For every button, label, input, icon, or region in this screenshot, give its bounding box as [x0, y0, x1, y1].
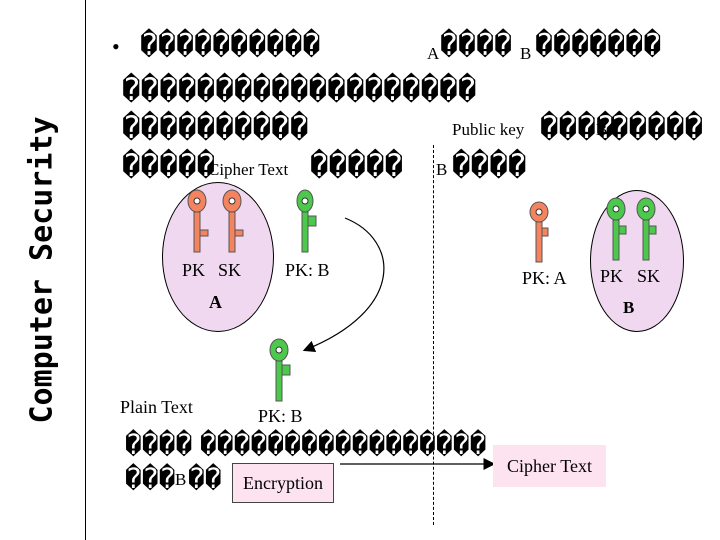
- ellipse-b: [590, 190, 684, 332]
- line4-cipher-text: Cipher Text: [208, 160, 289, 179]
- line4-glyphs-c: ����: [452, 148, 527, 184]
- green-key-icon: [636, 197, 657, 261]
- line3-glyphs-a: ����������: [122, 110, 309, 146]
- cipher-text-box: Cipher Text: [493, 445, 606, 487]
- bottom-row1-a: ����: [125, 428, 193, 461]
- pk-b-bottom-label: PK: B: [258, 406, 303, 426]
- bottom-row2-a: ���: [125, 462, 176, 495]
- ellipse-a: [162, 182, 274, 332]
- pk-b-top-label: PK: B: [285, 260, 330, 280]
- green-key-icon: [296, 189, 317, 253]
- sidebar: Computer Security: [0, 0, 86, 540]
- left-pk-label: PK: [182, 260, 206, 280]
- green-key-icon: [606, 197, 627, 261]
- line3-public-key: Public key: [452, 120, 525, 139]
- transfer-arrow: [302, 217, 385, 352]
- line3-glyphs-c: �����: [610, 110, 704, 146]
- line1-glyphs: ����������: [140, 28, 321, 63]
- bottom-row2-c: ��: [188, 462, 222, 495]
- bullet: •: [112, 34, 120, 59]
- line4-glyphs-b: �����: [310, 148, 404, 184]
- encryption-box: Encryption: [232, 463, 334, 503]
- orange-key-icon: [187, 189, 209, 253]
- right-pk-label: PK: [600, 266, 624, 286]
- encryption-label: Encryption: [243, 472, 323, 493]
- cipher-text-label: Cipher Text: [507, 455, 592, 476]
- green-key-icon: [269, 338, 291, 402]
- line1-glyphs-b: ����: [440, 28, 513, 63]
- pk-a-label: PK: A: [522, 268, 567, 288]
- line3-label-b: B: [596, 120, 608, 139]
- line4-glyphs-a: �����: [122, 148, 216, 184]
- orange-key-icon: [529, 201, 549, 263]
- left-sk-label: SK: [218, 260, 242, 280]
- line2-glyphs: �������������������: [122, 72, 477, 108]
- right-owner-label: B: [623, 298, 635, 317]
- divider-line: [433, 145, 434, 525]
- line1-label-a: A: [427, 44, 440, 63]
- line3-glyphs-b: ����: [540, 110, 615, 146]
- bottom-row1-b: �����������������: [200, 428, 487, 461]
- line4-label-b: B: [436, 160, 448, 179]
- line1-label-b: B: [520, 44, 532, 63]
- plain-text-label: Plain Text: [120, 397, 193, 417]
- bottom-row2-b: B: [175, 470, 187, 489]
- orange-key-icon: [222, 189, 244, 253]
- line1-glyphs-c: �������: [535, 28, 662, 63]
- left-owner-label: A: [209, 292, 222, 312]
- right-sk-label: SK: [637, 266, 661, 286]
